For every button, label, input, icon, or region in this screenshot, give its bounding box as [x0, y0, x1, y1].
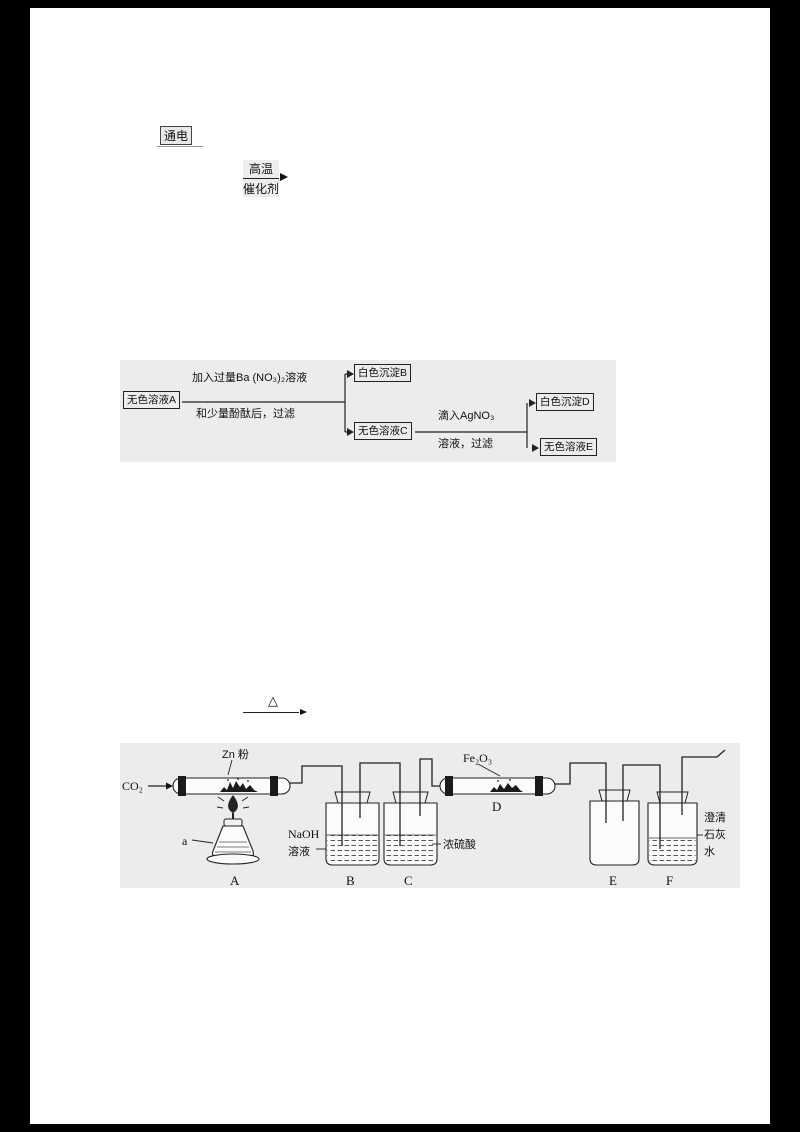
combustion-tube-d — [439, 776, 556, 796]
gas-washing-bottle-c — [383, 791, 438, 866]
catalyst-label: 催化剂 — [243, 179, 280, 197]
lamp-base — [206, 853, 260, 865]
apparatus-figure: CO₂ Zn 粉 — [120, 743, 740, 888]
zn-powder-label: Zn 粉 — [222, 748, 249, 761]
letter-d: D — [492, 799, 501, 814]
arrow-to-e-icon — [532, 444, 539, 452]
delta-heat-icon: △ — [268, 693, 278, 708]
co2-label: CO₂ — [122, 779, 143, 793]
alcohol-lamp — [206, 795, 260, 865]
letter-a: A — [230, 873, 240, 888]
tube-holder-icon — [178, 776, 186, 796]
fe2o3-label: Fe₂O₃ — [463, 751, 492, 765]
arrow-to-b-icon — [347, 370, 354, 378]
flowchart-connectors — [182, 370, 539, 452]
arrow-right-icon — [280, 173, 289, 181]
reaction-condition-catalyst: 高温 催化剂 — [243, 160, 289, 197]
naoh-label-line1: NaOH — [288, 827, 320, 841]
gas-bottle-e — [589, 789, 640, 866]
arrow-to-d-icon — [529, 399, 536, 407]
flow-box-precipitate-d: 白色沉淀D — [536, 393, 594, 412]
letter-c: C — [404, 873, 413, 888]
lamp-a-label: a — [182, 834, 188, 848]
flow-step2-label-line1: 滴入AgNO₃ — [438, 410, 495, 422]
gas-washing-bottle-f — [647, 791, 698, 866]
tube-holder-icon — [270, 776, 278, 796]
electrify-label: 通电 — [160, 126, 193, 145]
limewater-label-line1: 澄清 — [704, 810, 726, 824]
letter-b: B — [346, 873, 355, 888]
reaction-arrow-line — [157, 146, 203, 147]
tube-holder-icon — [445, 776, 453, 796]
letter-f: F — [666, 873, 673, 888]
flow-box-precipitate-b: 白色沉淀B — [354, 364, 412, 383]
high-temp-label: 高温 — [243, 160, 280, 179]
flame-icon — [228, 795, 238, 813]
arrow-to-c-icon — [347, 428, 354, 436]
flow-box-solution-c: 无色溶液C — [354, 422, 412, 441]
h2so4-liquid — [385, 835, 436, 864]
limewater-label-line3: 水 — [704, 845, 715, 858]
h2so4-label: 浓硫酸 — [443, 837, 476, 851]
flow-step1-label-line1: 加入过量Ba (NO₃)₂溶液 — [192, 372, 308, 384]
naoh-label-line2: 溶液 — [288, 844, 310, 858]
zn-powder-pile — [220, 781, 258, 792]
flow-box-solution-a: 无色溶液A — [123, 391, 181, 410]
flow-step1-label-line2: 和少量酚酞后，过滤 — [196, 408, 295, 420]
reaction-condition-heat: △ — [243, 693, 307, 715]
tube-holder-icon — [535, 776, 543, 796]
arrow-right-icon — [300, 709, 307, 715]
naoh-liquid — [327, 835, 378, 864]
limewater-liquid — [649, 838, 696, 864]
combustion-tube-a — [172, 776, 291, 796]
letter-e: E — [609, 873, 617, 888]
gas-washing-bottle-b — [325, 791, 380, 866]
reaction-arrow-line — [243, 712, 299, 713]
limewater-label-line2: 石灰 — [704, 827, 726, 841]
connecting-tubes — [290, 749, 726, 849]
document-page — [30, 8, 770, 1124]
flow-step2-label-line2: 溶液，过滤 — [438, 438, 493, 450]
fe2o3-pile — [490, 783, 523, 792]
reaction-condition-electrify: 通电 — [157, 126, 203, 147]
flow-box-solution-e: 无色溶液E — [540, 438, 598, 457]
flowchart-figure: 无色溶液A 加入过量Ba (NO₃)₂溶液 和少量酚酞后，过滤 白色沉淀B 无色… — [120, 360, 616, 462]
gas-flow-arrow-icon — [166, 782, 173, 790]
apparatus-drawing: CO₂ Zn 粉 — [122, 748, 726, 888]
